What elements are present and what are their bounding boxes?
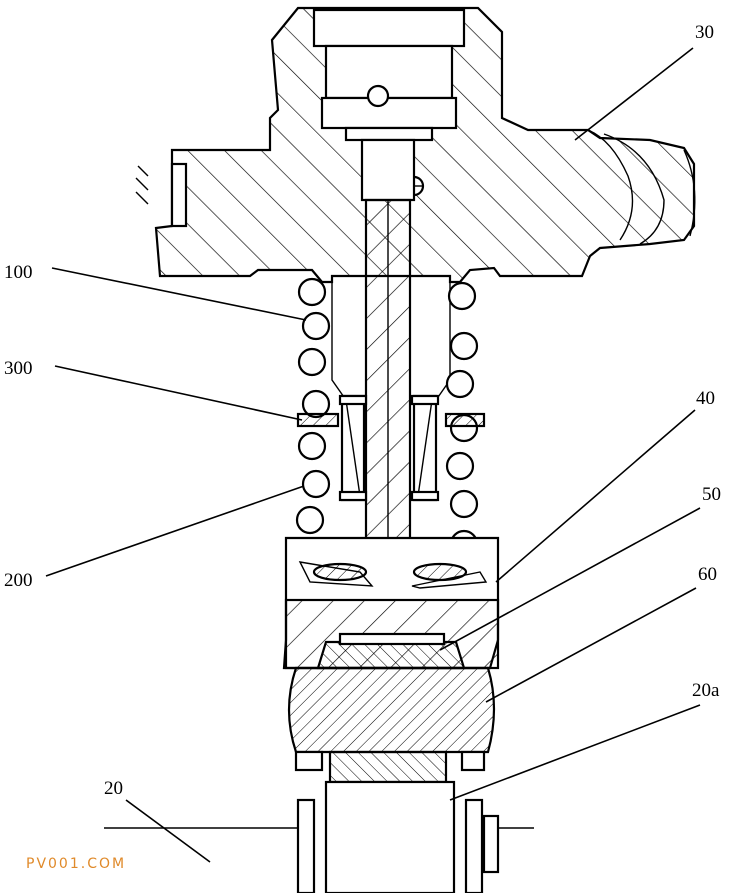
follower-shaft bbox=[296, 780, 500, 893]
label-20: 20 bbox=[104, 778, 123, 799]
lock-nut bbox=[316, 632, 466, 670]
label-200: 200 bbox=[4, 570, 33, 591]
reference-labels: 30 100 300 40 50 60 200 20a 20 bbox=[4, 22, 721, 799]
spring-seat-washer bbox=[296, 412, 486, 428]
tappet-roller bbox=[287, 666, 496, 784]
label-300: 300 bbox=[4, 358, 33, 379]
label-20a: 20a bbox=[692, 680, 720, 701]
watermark-text: PV001.COM bbox=[26, 856, 127, 872]
label-60: 60 bbox=[698, 564, 717, 585]
leader-lines bbox=[45, 47, 701, 863]
label-40: 40 bbox=[696, 388, 715, 409]
label-50: 50 bbox=[702, 484, 721, 505]
valve-body-housing bbox=[135, 6, 696, 284]
label-30: 30 bbox=[695, 22, 714, 43]
label-100: 100 bbox=[4, 262, 33, 283]
inner-spring-cage bbox=[338, 394, 440, 502]
